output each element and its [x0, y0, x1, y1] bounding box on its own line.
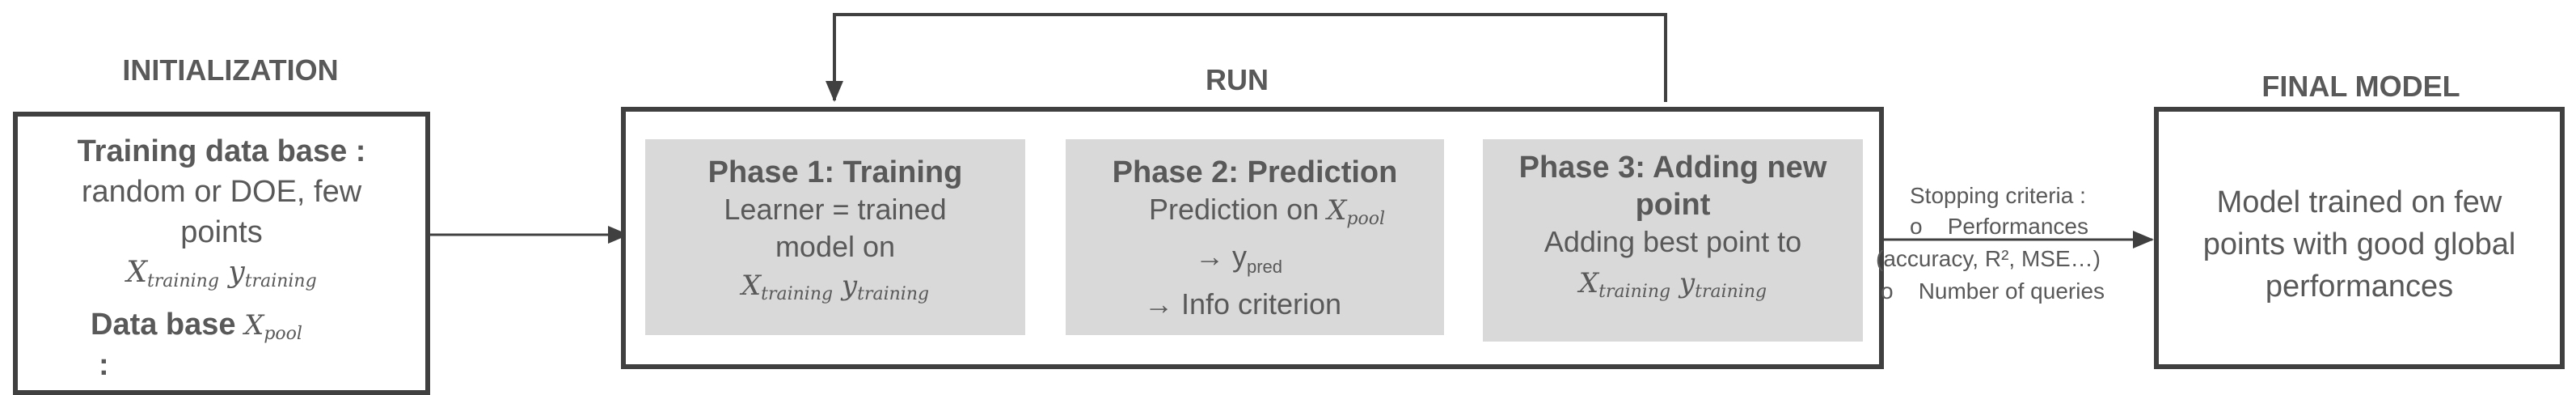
phase3-y-sub: training: [1695, 282, 1767, 302]
phase2-pool-var: X: [1327, 194, 1347, 227]
phase2-arrow2: → Info criterion: [1143, 287, 1342, 321]
phase3-title-line1: Phase 3: Adding new: [1518, 151, 1827, 185]
phase2-title: Phase 2: Prediction: [1112, 155, 1398, 189]
final-model-box: Model trained on few points with good gl…: [2154, 107, 2565, 369]
phase3-box: Phase 3: Adding new point Adding best po…: [1483, 139, 1863, 342]
phase1-y-sub: training: [857, 284, 930, 304]
phase1-x-var: X: [741, 270, 762, 302]
final-model-header: FINAL MODEL: [2261, 70, 2460, 103]
phase2-prediction-label: Prediction on: [1149, 193, 1320, 226]
y-training-var: y: [228, 256, 245, 289]
phase2-box: Phase 2: Prediction Prediction on Xpool …: [1066, 139, 1444, 335]
phase3-x-var: X: [1578, 267, 1599, 299]
x-training-var: X: [126, 256, 147, 289]
phase3-y-var: y: [1679, 267, 1696, 299]
phase2-arrow-y: → y: [1194, 240, 1247, 273]
training-db-line3: points: [180, 215, 263, 249]
stopping-bullet-queries: o Number of queries: [1881, 278, 2105, 304]
training-db-formula: Xtraining ytraining: [18, 253, 425, 302]
pool-formula: Xpool: [244, 309, 302, 344]
pool-db-label: Data base: [91, 308, 236, 342]
init-trailing-mark: :: [99, 348, 109, 382]
phase1-line2: model on: [775, 230, 896, 263]
phase3-x-sub: training: [1598, 282, 1671, 302]
phase2-arrow1: → ypred: [1066, 238, 1444, 286]
final-line1: Model trained on few: [2216, 185, 2502, 219]
phase3-line1: Adding best point to: [1543, 225, 1802, 258]
initialization-header: INITIALIZATION: [122, 53, 339, 87]
phase3-title-line2: point: [1635, 188, 1711, 222]
training-db-text: Training data base : random or DOE, few …: [18, 131, 425, 302]
x-training-sub: training: [146, 271, 219, 291]
pool-var: X: [244, 309, 264, 342]
training-db-line1: Training data base :: [77, 134, 366, 168]
phase1-y-var: y: [841, 270, 858, 302]
run-header: RUN: [1206, 63, 1269, 96]
y-training-sub: training: [244, 271, 317, 291]
phase2-pool-sub: pool: [1346, 209, 1385, 229]
feedback-loop-arrow: [826, 13, 1667, 102]
pool-db-text: Data base Xpool: [91, 308, 302, 344]
phase1-line1: Learner = trained: [724, 193, 947, 226]
pool-sub: pool: [264, 324, 302, 344]
phase1-title: Phase 1: Training: [707, 155, 963, 189]
stopping-criteria-title: Stopping criteria :: [1910, 183, 2086, 208]
phase3-formula: Xtraining ytraining: [1483, 261, 1863, 315]
training-db-line2: random or DOE, few: [81, 175, 362, 209]
stopping-detail: (accuracy, R², MSE…): [1876, 246, 2101, 271]
final-line3: performances: [2265, 270, 2454, 304]
phase1-formula: Xtraining ytraining: [645, 265, 1025, 315]
phase2-pool-formula: Xpool: [1327, 194, 1385, 229]
stopping-bullet-performances: o Performances: [1910, 214, 2088, 239]
initialization-box: Training data base : random or DOE, few …: [13, 112, 430, 395]
phase1-x-sub: training: [761, 284, 834, 304]
phase2-line1: Prediction on Xpool: [1066, 191, 1444, 238]
final-model-text: Model trained on few points with good gl…: [2159, 181, 2560, 308]
final-line2: points with good global: [2202, 227, 2516, 261]
phase1-box: Phase 1: Training Learner = trained mode…: [645, 139, 1025, 335]
phase2-pred-sub: pred: [1246, 257, 1283, 277]
